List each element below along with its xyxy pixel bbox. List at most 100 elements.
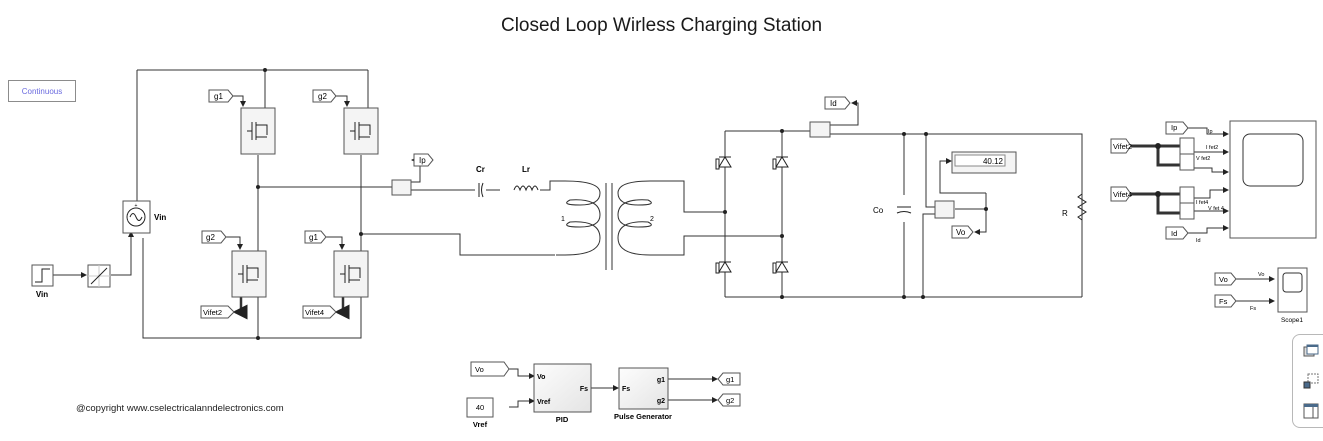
snubber-icon — [772, 262, 777, 274]
mosfet-q2[interactable] — [312, 89, 379, 155]
vo-from-tag-controller[interactable] — [470, 361, 510, 377]
scope-screen-icon — [1282, 272, 1303, 293]
step-label: Vin — [36, 290, 48, 299]
junction-dot — [1155, 191, 1161, 197]
wire-vifet2-bus2 — [1156, 146, 1180, 167]
g2-goto-tag[interactable] — [717, 393, 741, 407]
transformer-core — [605, 183, 613, 270]
transformer-winding1: 1 — [561, 216, 565, 223]
bus-selector[interactable] — [1179, 186, 1195, 204]
wire-vifet4-bus2 — [1156, 194, 1180, 215]
id-from-tag[interactable] — [1165, 226, 1189, 240]
q1-gate-tag-text: g1 — [214, 92, 223, 101]
id-goto-tag — [824, 96, 851, 110]
pulse-generator-label: Pulse Generator — [614, 412, 672, 421]
wire-right-mid — [361, 233, 555, 256]
property-inspector-icon[interactable] — [1303, 403, 1319, 419]
meas-tag-shape — [200, 305, 235, 319]
gate-tag-shape — [208, 89, 234, 103]
mosfet-icon — [340, 265, 361, 283]
vref-label: Vref — [473, 420, 488, 429]
ramp-icon — [90, 267, 108, 285]
model-browser-icon[interactable] — [1303, 343, 1319, 359]
fs-from-tag[interactable] — [1214, 294, 1237, 308]
junction-dot — [924, 132, 928, 136]
rate-limiter-block[interactable] — [87, 264, 111, 288]
capacitor-co[interactable] — [896, 206, 912, 214]
scope1-signal-label: Fs — [1250, 306, 1256, 312]
q4-meas-tag-text: Vifet4 — [305, 308, 324, 317]
junction-dot — [1155, 143, 1161, 149]
voltage-measurement[interactable] — [934, 200, 974, 239]
fit-to-view-icon[interactable] — [1303, 373, 1319, 389]
pulse-port-fs: Fs — [622, 386, 630, 393]
scope-main[interactable] — [1229, 120, 1317, 239]
gate-tag-shape — [304, 230, 327, 244]
scope-screen-icon — [1242, 133, 1304, 187]
pulse-port-g2: g2 — [657, 398, 665, 405]
snubber-icon — [715, 158, 720, 170]
resistor-r[interactable] — [1077, 193, 1087, 221]
mosfet-q4[interactable] — [302, 230, 369, 319]
capacitor-icon — [896, 206, 912, 214]
diode-icon — [775, 261, 789, 273]
snubber-icon — [715, 262, 720, 274]
bus-selector[interactable] — [1179, 137, 1195, 155]
output-voltage-display[interactable] — [951, 151, 1017, 174]
ip-from-tag[interactable] — [1165, 121, 1189, 135]
step-block[interactable]: Vin — [31, 264, 54, 299]
wire-pid-vo — [509, 368, 535, 379]
ip-current-measurement[interactable] — [391, 153, 434, 196]
sine-source-icon — [126, 207, 146, 227]
scope-tag-vifet2: Vifet2 — [1113, 142, 1132, 151]
vifet2-from-tag[interactable] — [1110, 138, 1132, 154]
wire-q1-gate — [233, 95, 246, 107]
mosfet-q3[interactable] — [200, 230, 267, 319]
junction-dot — [780, 234, 784, 238]
vref-constant-block[interactable] — [466, 397, 494, 418]
wire-bottom-rail — [142, 238, 362, 339]
wire-vmeas-minus — [922, 213, 935, 297]
mosfet-icon — [247, 122, 268, 140]
scope-tag-id: Id — [1171, 229, 1177, 238]
scope1-tag-vo: Vo — [1219, 275, 1228, 284]
capacitor-cr[interactable] — [478, 182, 484, 198]
g1-goto-tag[interactable] — [717, 372, 741, 386]
bus-selector[interactable] — [1179, 202, 1195, 220]
wire-vmeas-plus — [925, 134, 935, 208]
id-current-measurement[interactable] — [809, 96, 851, 138]
source-plus: + — [135, 203, 138, 209]
vifet4-from-tag[interactable] — [1110, 186, 1132, 202]
mosfet-q1[interactable]: g1 — [208, 89, 276, 155]
junction-dot — [263, 68, 267, 72]
signal-label: V fet 4 — [1208, 206, 1224, 212]
co-label: Co — [873, 206, 884, 215]
pid-port-fs: Fs — [580, 386, 588, 393]
vo-from-tag[interactable] — [1214, 272, 1237, 286]
q4-gate-tag-text: g1 — [309, 233, 318, 242]
vin-voltage-source[interactable]: + Vin — [122, 200, 166, 234]
inductor-lr[interactable] — [513, 185, 539, 192]
powergui-continuous-block[interactable]: Continuous — [8, 80, 76, 102]
signal-label: I fet2 — [1206, 145, 1218, 151]
g2-goto-text: g2 — [726, 396, 734, 405]
vref-value: 40 — [476, 403, 484, 412]
powergui-label: Continuous — [21, 86, 63, 96]
pulse-generator-block[interactable] — [618, 367, 669, 410]
wire-pid-vref — [509, 398, 535, 408]
scope-tag-vifet4: Vifet4 — [1113, 190, 1132, 199]
vo-goto-tag — [951, 225, 974, 239]
bus-selector[interactable] — [1179, 153, 1195, 171]
bridge-rectifier[interactable] — [715, 156, 789, 274]
wire-scope-in1 — [1188, 127, 1229, 137]
pid-block[interactable] — [533, 363, 592, 413]
junction-dot — [256, 185, 260, 189]
pulse-port-g1: g1 — [657, 377, 665, 384]
display-value: 40.12 — [983, 157, 1004, 166]
wire-top-dc — [830, 133, 1083, 297]
meas-tag-shape — [302, 305, 337, 319]
wire-id-tag — [830, 100, 859, 126]
scope1[interactable] — [1277, 267, 1308, 313]
signal-label: Ip — [1208, 129, 1213, 135]
